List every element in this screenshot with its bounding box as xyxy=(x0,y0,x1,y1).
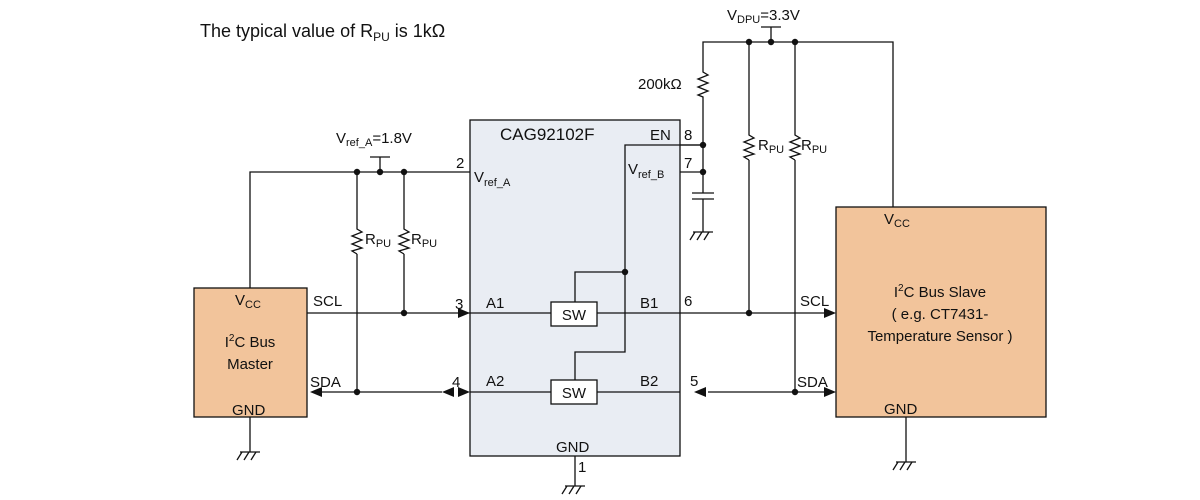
switch-a1-b1 xyxy=(550,301,598,327)
pin-number-2: 2 xyxy=(456,155,464,172)
wires xyxy=(249,26,907,486)
chip-pin-a2-label: A2 xyxy=(486,373,504,390)
rpu-label-left-2: RPU xyxy=(411,231,437,250)
pin-number-1: 1 xyxy=(578,459,586,476)
resistor-200k xyxy=(696,68,710,100)
rpu-label-right-1: RPU xyxy=(758,137,784,156)
slave-block xyxy=(835,206,1047,418)
vref-a-supply-label: Vref_A=1.8V xyxy=(336,130,412,149)
master-scl-label: SCL xyxy=(313,293,342,310)
pin-number-5: 5 xyxy=(690,373,698,390)
rpu-label-right-2: RPU xyxy=(801,137,827,156)
arrow-a2-right xyxy=(458,387,470,397)
chip-pin-vref-b-label: Vref_B xyxy=(628,161,664,181)
resistor-rpu-right-2 xyxy=(788,132,802,161)
master-title-line2: Master xyxy=(227,356,273,373)
slave-scl-label: SCL xyxy=(800,293,829,310)
switch-a1-b1-label: SW xyxy=(562,307,587,324)
switch-a2-b2 xyxy=(550,379,598,405)
ground-symbol-master xyxy=(236,451,260,461)
chip-pin-en-label: EN xyxy=(650,127,671,144)
master-vcc-label: VCC xyxy=(235,292,261,311)
switch-a2-b2-label: SW xyxy=(562,385,587,402)
pin-number-4: 4 xyxy=(452,374,460,391)
junction-dots xyxy=(353,38,799,396)
pin-number-8: 8 xyxy=(684,127,692,144)
master-sda-label: SDA xyxy=(310,374,341,391)
chip-name: CAG92102F xyxy=(500,125,595,144)
vdpu-label: VDPU=3.3V xyxy=(727,7,800,26)
pin-number-7: 7 xyxy=(684,155,692,172)
chip-pin-b1-label: B1 xyxy=(640,295,658,312)
chip-pin-vref-a-label: Vref_A xyxy=(474,169,511,189)
resistor-rpu-left-1 xyxy=(350,226,364,255)
slave-vcc-label: VCC xyxy=(884,211,910,230)
chip-pin-a1-label: A1 xyxy=(486,295,504,312)
note-text: The typical value of RPU is 1kΩ xyxy=(200,21,445,44)
ground-symbol-slave xyxy=(892,461,916,471)
resistor-200k-label: 200kΩ xyxy=(638,76,682,93)
master-block xyxy=(193,287,308,418)
rpu-label-left-1: RPU xyxy=(365,231,391,250)
slave-title-line2: ( e.g. CT7431- xyxy=(892,306,989,323)
ground-symbol-capacitor xyxy=(689,231,713,241)
pin-number-6: 6 xyxy=(684,293,692,310)
chip-pin-gnd-label: GND xyxy=(556,439,590,456)
slave-gnd-label: GND xyxy=(884,401,918,418)
resistor-rpu-right-1 xyxy=(742,132,756,161)
master-title-line1: I2C Bus xyxy=(225,333,276,351)
arrow-a1-in xyxy=(458,308,470,318)
arrowheads xyxy=(310,308,836,397)
slave-sda-label: SDA xyxy=(797,374,828,391)
resistor-rpu-left-2 xyxy=(397,226,411,255)
arrow-slave-scl xyxy=(824,308,836,318)
ground-symbol-chip xyxy=(561,485,585,495)
chip-pin-b2-label: B2 xyxy=(640,373,658,390)
master-gnd-label: GND xyxy=(232,402,266,419)
arrow-b2-left xyxy=(694,387,706,397)
arrow-a2-left xyxy=(442,387,454,397)
slave-title-line3: Temperature Sensor ) xyxy=(867,328,1012,345)
pin-number-3: 3 xyxy=(455,296,463,313)
arrow-slave-sda-right xyxy=(824,387,836,397)
slave-title-line1: I2C Bus Slave xyxy=(894,283,986,301)
arrow-master-sda xyxy=(310,387,322,397)
